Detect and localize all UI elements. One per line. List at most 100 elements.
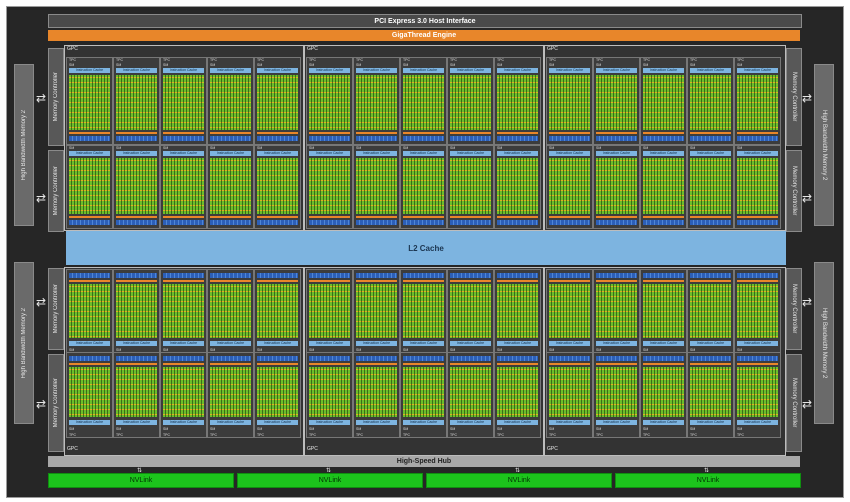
tpc-label: TPC <box>690 433 697 437</box>
instruction-cache: Instruction Cache <box>210 420 251 425</box>
instruction-cache: Instruction Cache <box>690 151 731 156</box>
load-store-units <box>497 273 538 278</box>
sm-label: SM <box>549 427 555 431</box>
nvlink-4: NVLink <box>615 473 801 488</box>
instruction-cache: Instruction Cache <box>643 151 684 156</box>
gpc-label: GPC <box>547 46 558 52</box>
instruction-cache: Instruction Cache <box>596 420 637 425</box>
sm-label: SM <box>309 63 315 67</box>
l2-cache: L2 Cache <box>66 231 786 265</box>
register-file <box>497 280 538 282</box>
gpc-label: GPC <box>307 446 318 452</box>
instruction-cache: Instruction Cache <box>257 151 298 156</box>
instruction-cache: Instruction Cache <box>163 68 204 73</box>
register-file <box>596 363 637 365</box>
sm-label: SM <box>643 348 649 352</box>
nvlink-arrow-icon: ⇅ <box>515 467 521 474</box>
sm-label: SM <box>356 427 362 431</box>
load-store-units <box>163 220 204 225</box>
sm-label: SM <box>116 63 122 67</box>
hbm2-label: High Bandwidth Memory 2 <box>821 109 827 181</box>
sm-label: SM <box>116 427 122 431</box>
load-store-units <box>450 220 491 225</box>
sm-label: SM <box>690 63 696 67</box>
load-store-units <box>309 356 350 361</box>
cuda-core-array <box>737 284 778 338</box>
instruction-cache: Instruction Cache <box>356 341 397 346</box>
load-store-units <box>356 273 397 278</box>
sm-label: SM <box>163 348 169 352</box>
sm-label: SM <box>643 427 649 431</box>
sm-label: SM <box>549 146 555 150</box>
nvlink-3: NVLink <box>426 473 612 488</box>
load-store-units <box>690 220 731 225</box>
sm-label: SM <box>596 63 602 67</box>
cuda-core-array <box>690 75 731 130</box>
sm-label: SM <box>257 427 263 431</box>
tpc-label: TPC <box>116 58 123 62</box>
register-file <box>116 132 157 134</box>
instruction-cache: Instruction Cache <box>549 341 590 346</box>
register-file <box>450 132 491 134</box>
cuda-core-array <box>737 158 778 214</box>
instruction-cache: Instruction Cache <box>257 341 298 346</box>
sm-label: SM <box>690 146 696 150</box>
instruction-cache: Instruction Cache <box>210 68 251 73</box>
instruction-cache: Instruction Cache <box>403 341 444 346</box>
sm-label: SM <box>309 427 315 431</box>
register-file <box>643 280 684 282</box>
register-file <box>690 363 731 365</box>
tpc-label: TPC <box>163 58 170 62</box>
hbm2-label: High Bandwidth Memory 2 <box>821 307 827 379</box>
tpc-label: TPC <box>497 433 504 437</box>
bidirectional-arrow-icon: ⇄ <box>802 191 813 205</box>
hbm2-right-bottom: High Bandwidth Memory 2 <box>814 262 834 424</box>
instruction-cache: Instruction Cache <box>116 151 157 156</box>
register-file <box>690 216 731 218</box>
load-store-units <box>403 273 444 278</box>
tpc-label: TPC <box>549 58 556 62</box>
load-store-units <box>596 273 637 278</box>
load-store-units <box>356 356 397 361</box>
register-file <box>116 363 157 365</box>
tpc-label: TPC <box>356 433 363 437</box>
register-file <box>69 363 110 365</box>
register-file <box>163 132 204 134</box>
cuda-core-array <box>163 158 204 214</box>
load-store-units <box>210 136 251 141</box>
instruction-cache: Instruction Cache <box>309 341 350 346</box>
instruction-cache: Instruction Cache <box>163 151 204 156</box>
cuda-core-array <box>403 75 444 130</box>
tpc-label: TPC <box>356 58 363 62</box>
register-file <box>643 216 684 218</box>
memory-controller-left-3: Memory Controller <box>48 268 64 350</box>
tpc-label: TPC <box>690 58 697 62</box>
sm-label: SM <box>116 348 122 352</box>
nvlink-arrow-icon: ⇅ <box>704 467 710 474</box>
register-file <box>737 216 778 218</box>
instruction-cache: Instruction Cache <box>69 68 110 73</box>
load-store-units <box>116 273 157 278</box>
sm-label: SM <box>450 63 456 67</box>
instruction-cache: Instruction Cache <box>403 420 444 425</box>
register-file <box>356 216 397 218</box>
sm-label: SM <box>356 348 362 352</box>
register-file <box>257 216 298 218</box>
register-file <box>690 132 731 134</box>
cuda-core-array <box>596 367 637 417</box>
